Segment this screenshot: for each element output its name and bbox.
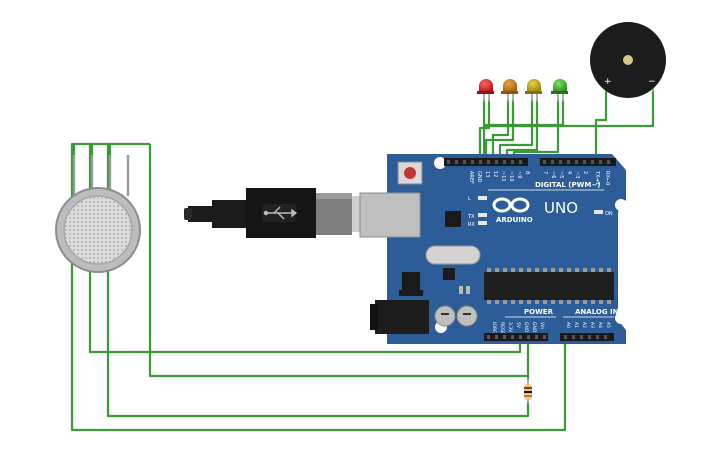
power-pin-label: GND: [531, 322, 537, 333]
power-jack: [375, 300, 429, 334]
pin-label: TX➔1: [594, 170, 600, 185]
voltage-regulator: [402, 272, 420, 290]
on-label: ON: [605, 211, 613, 217]
wires: [70, 90, 655, 432]
power-pin-label: Vin: [539, 322, 545, 329]
led-red: [477, 79, 494, 102]
pin-label: ~9: [516, 171, 522, 178]
usb-chip: [445, 211, 461, 227]
led-orange: [501, 79, 518, 102]
wire-led-yellow-a: [498, 100, 534, 162]
capacitor-1: [434, 305, 456, 327]
power-pin-label: 3.3V: [507, 322, 513, 333]
usb-receptacle: [359, 192, 421, 238]
crystal: [425, 245, 481, 265]
power-pin-label: IOREF: [491, 322, 497, 336]
pin-label: ~6: [550, 171, 556, 178]
pin-label: ~5: [558, 171, 564, 178]
gas-sensor: [55, 155, 141, 273]
piezo-buzzer: + −: [590, 22, 666, 98]
pin-label: ~10: [508, 171, 514, 182]
wire-buzzer-plus: [594, 90, 608, 162]
pin-label: 13: [484, 171, 490, 177]
pin-label: 4: [566, 171, 572, 174]
microcontroller: [484, 272, 614, 300]
wire-led-orange-b: [484, 100, 515, 162]
wire-led-orange-a: [491, 100, 510, 162]
pin-label: 12: [492, 171, 498, 177]
led-yellow: [525, 79, 542, 102]
usb-cable: [184, 188, 362, 238]
power-pin-label: RESET: [499, 322, 505, 337]
pin-label: 7: [542, 171, 548, 174]
analog-pin-label: A1: [573, 322, 579, 328]
power-pin-label: GND: [523, 322, 529, 333]
wire-led-red-b: [478, 100, 491, 162]
power-header: [484, 333, 548, 341]
power-pin-label: 5V: [515, 322, 521, 329]
pin-label: RX←0: [604, 171, 610, 185]
brand-label: ARDUINO: [496, 216, 533, 224]
wire-sensor-5v: [148, 144, 530, 378]
analog-pin-label: A4: [597, 322, 603, 328]
small-chip: [443, 268, 455, 280]
led-label-l: L: [468, 196, 471, 202]
resistor: [524, 378, 532, 404]
pin-label: ~11: [500, 171, 506, 182]
power-label: POWER: [524, 308, 554, 316]
capacitor-2: [456, 305, 478, 327]
arduino-infinity-icon: [492, 197, 530, 213]
analog-pin-label: A2: [581, 322, 587, 328]
arduino-board: AREF GND 13 12 ~11 ~10 ~9 8 7 ~6 ~5 4 ~3…: [359, 154, 627, 344]
wire-sensor-resistor: [106, 142, 530, 418]
wire-led-green-b: [484, 100, 565, 127]
pin-label-aref: AREF: [468, 171, 474, 184]
wire-buzzer-minus: [484, 90, 655, 128]
led-label-rx: RX: [468, 222, 475, 228]
analog-pin-label: A5: [605, 322, 611, 328]
usb-icon: [263, 206, 298, 220]
analog-pin-label: A3: [589, 322, 595, 328]
pin-label: 8: [524, 171, 530, 174]
analog-pin-label: A0: [565, 322, 571, 328]
analog-label: ANALOG IN: [575, 308, 619, 316]
analog-header: [560, 333, 614, 341]
digital-label: DIGITAL (PWM~): [535, 181, 600, 189]
pin-label: GND: [476, 171, 482, 183]
digital-header-left: [444, 158, 528, 166]
buzzer-plus-label: +: [604, 77, 612, 87]
pin-label: ~3: [574, 171, 580, 178]
led-green: [551, 79, 568, 102]
led-label-tx: TX: [467, 214, 475, 220]
model-label: UNO: [544, 199, 578, 217]
wire-sensor-gnd: [70, 142, 567, 432]
buzzer-minus-label: −: [648, 77, 656, 87]
pin-label: 2: [582, 171, 588, 174]
